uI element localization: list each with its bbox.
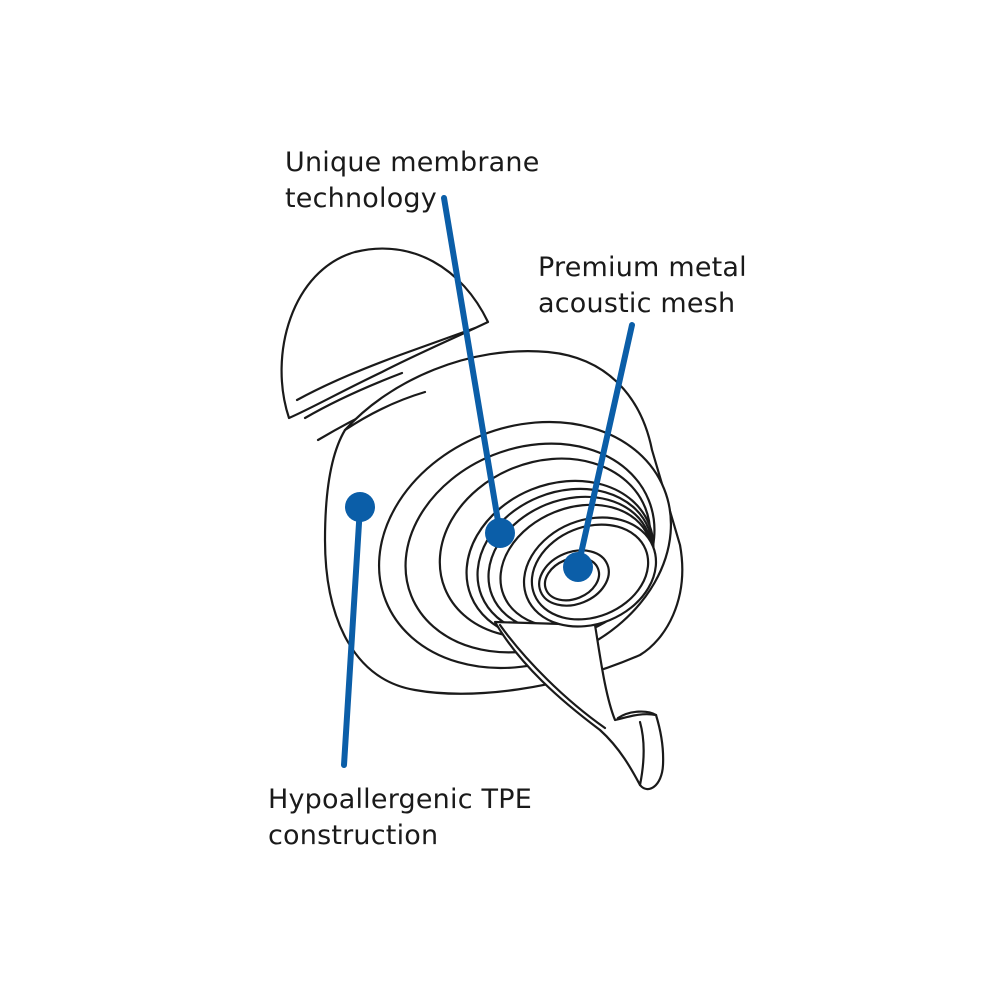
leader-line-tpe (341, 504, 363, 768)
earplug-stem (493, 620, 665, 791)
callout-line: Unique membrane (285, 147, 540, 178)
callout-line: Hypoallergenic TPE (268, 784, 532, 815)
callout-markers (341, 195, 635, 768)
callout-line: construction (268, 820, 439, 851)
callout-line: technology (285, 183, 437, 214)
leader-line-mesh (575, 322, 635, 570)
leader-line-membrane (441, 195, 503, 536)
callout-label-tpe: Hypoallergenic TPE construction (268, 782, 532, 854)
marker-dot-tpe (345, 492, 375, 522)
marker-dot-membrane (485, 518, 515, 548)
callout-line: Premium metal (538, 252, 747, 283)
callout-line: acoustic mesh (538, 288, 736, 319)
callout-label-membrane: Unique membrane technology (285, 145, 540, 217)
callout-label-mesh: Premium metal acoustic mesh (538, 250, 747, 322)
marker-dot-mesh (563, 552, 593, 582)
